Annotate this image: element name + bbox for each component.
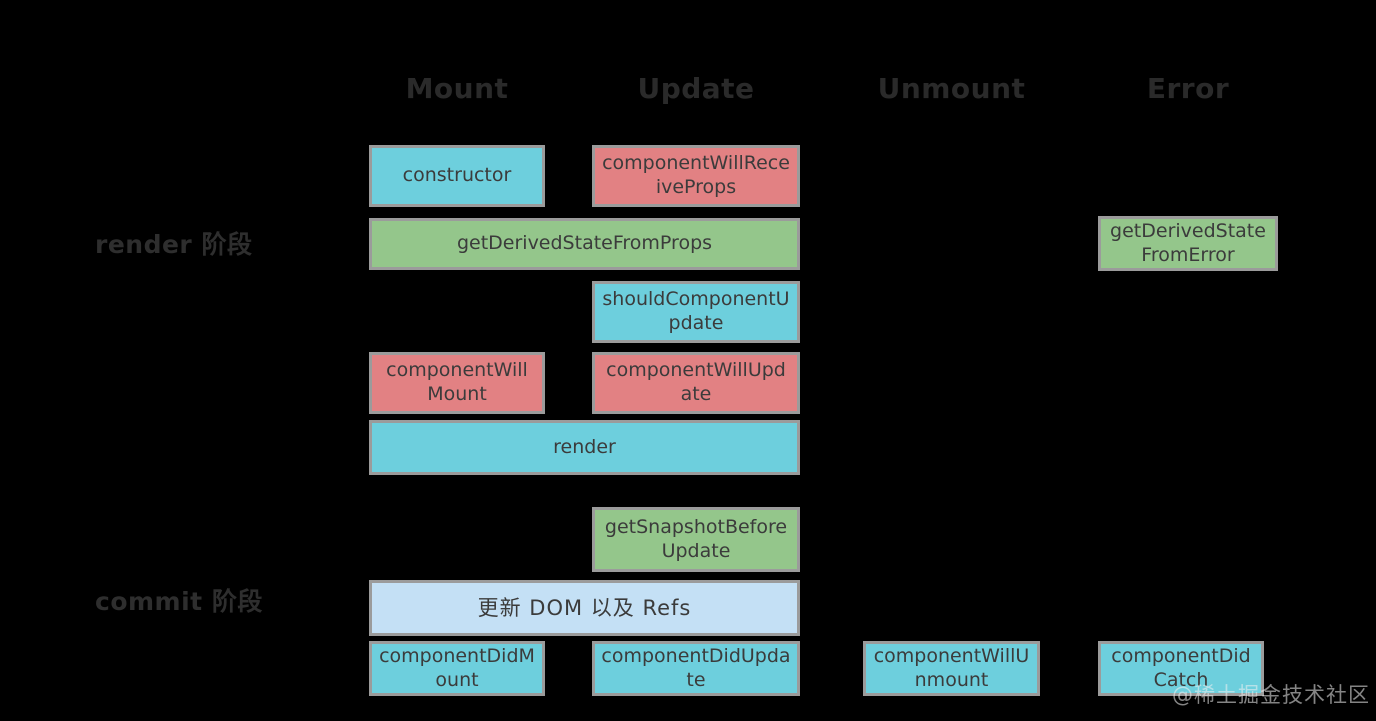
lifecycle-box-constructor: constructor [369,145,545,207]
lifecycle-box-shouldComponentUpdate: shouldComponentUpdate [592,281,800,343]
lifecycle-box-render: render [369,420,800,475]
column-header-unmount: Unmount [877,72,1026,105]
lifecycle-box-label: componentWillMount [386,359,528,405]
lifecycle-box-label: shouldComponentUpdate [602,288,790,334]
column-header-error: Error [1146,72,1230,105]
lifecycle-box-label: componentWillReceiveProps [602,152,790,198]
lifecycle-box-label: componentDidMount [379,644,535,691]
lifecycle-box-componentDidMount: componentDidMount [369,641,545,696]
lifecycle-box-componentWillMount: componentWillMount [369,352,545,414]
lifecycle-box-updateDomAndRefs: 更新 DOM 以及 Refs [369,580,800,636]
lifecycle-box-label: render [553,435,616,458]
lifecycle-box-label: 更新 DOM 以及 Refs [477,595,692,620]
lifecycle-box-label: getSnapshotBeforeUpdate [604,515,788,562]
row-label-render-phase: render 阶段 [95,230,253,259]
lifecycle-box-label: componentWillUnmount [873,644,1030,691]
row-label-commit-phase: commit 阶段 [95,587,263,616]
column-header-mount: Mount [405,72,509,105]
lifecycle-box-componentDidCatch: componentDidCatch [1098,641,1264,696]
lifecycle-box-getDerivedStateFromError: getDerivedStateFromError [1098,216,1278,271]
lifecycle-box-getSnapshotBeforeUpdate: getSnapshotBeforeUpdate [592,507,800,572]
lifecycle-box-componentDidUpdate: componentDidUpdate [592,641,800,696]
lifecycle-box-componentWillUpdate: componentWillUpdate [592,352,800,414]
lifecycle-box-label: getDerivedStateFromError [1110,219,1266,266]
lifecycle-box-label: componentWillUpdate [606,359,786,405]
column-header-update: Update [637,72,755,105]
lifecycle-box-componentWillUnmount: componentWillUnmount [863,641,1040,696]
lifecycle-box-label: componentDidCatch [1111,644,1251,691]
lifecycle-box-label: getDerivedStateFromProps [456,232,713,255]
lifecycle-box-label: componentDidUpdate [601,644,791,691]
lifecycle-box-componentWillReceiveProps: componentWillReceiveProps [592,145,800,207]
lifecycle-box-label: constructor [402,164,512,187]
lifecycle-box-getDerivedStateFromProps: getDerivedStateFromProps [369,218,800,270]
